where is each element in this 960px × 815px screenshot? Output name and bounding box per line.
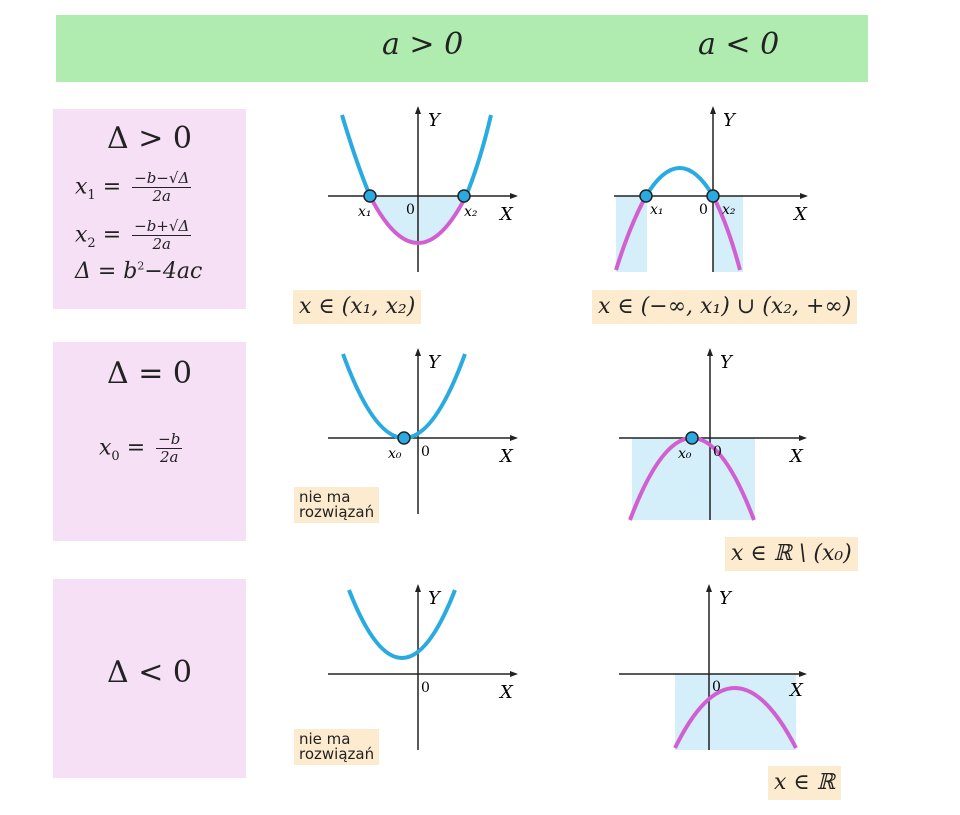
origin-label: 0 (421, 680, 430, 696)
y-axis-label: Y (428, 588, 442, 609)
root-label: x₀ (678, 446, 692, 462)
header-a-positive: a > 0 (382, 27, 464, 62)
x-axis-label: X (792, 204, 808, 225)
origin-label: 0 (712, 679, 721, 695)
root1-label: x₁ (358, 204, 372, 220)
case-title: Δ > 0 (107, 121, 192, 156)
origin-label: 0 (421, 444, 430, 460)
case-delta-negative: Δ < 0 (53, 579, 246, 778)
answer-delta-zero-a-neg: x ∈ ℝ \ (x₀) (725, 537, 858, 571)
answer-delta-zero-a-pos: nie ma rozwiązań (294, 487, 380, 523)
graph-delta-zero-a-neg: Y X 0 x₀ (619, 348, 807, 521)
root1-label: x₁ (650, 202, 664, 218)
graph-delta-pos-a-pos: Y X 0 x₁ x₂ (328, 106, 518, 272)
y-axis-label: Y (428, 352, 442, 373)
y-axis-label: Y (723, 110, 737, 131)
graph-delta-neg-a-neg: Y X 0 (619, 584, 807, 750)
answer-delta-neg-a-neg: x ∈ ℝ (768, 766, 841, 800)
x-axis-label: X (788, 446, 804, 467)
graph-delta-neg-a-pos: Y X 0 (328, 584, 518, 750)
x-axis-label: X (498, 204, 514, 225)
header-a-negative: a < 0 (698, 27, 780, 62)
x-axis-label: X (498, 446, 514, 467)
answer-delta-neg-a-pos: nie ma rozwiązań (294, 729, 380, 765)
graph-delta-zero-a-pos: Y X 0 x₀ (328, 348, 518, 514)
y-axis-label: Y (428, 110, 442, 131)
x-axis-label: X (498, 682, 514, 703)
formula-delta: Δ = b2−4ac (75, 259, 203, 284)
origin-label: 0 (713, 444, 722, 460)
graph-delta-pos-a-neg: Y X 0 x₁ x₂ (614, 106, 808, 272)
root-label: x₀ (388, 446, 402, 462)
answer-delta-pos-a-neg: x ∈ (−∞, x₁) ∪ (x₂, +∞) (592, 290, 858, 324)
y-axis-label: Y (720, 352, 734, 373)
root2-label: x₂ (464, 204, 478, 220)
root2-label: x₂ (722, 202, 736, 218)
origin-label: 0 (406, 202, 415, 218)
origin-label: 0 (699, 202, 708, 218)
y-axis-label: Y (719, 588, 733, 609)
x-axis-label: X (788, 680, 804, 701)
column-header-bar: a > 0 a < 0 (56, 15, 868, 82)
answer-delta-pos-a-pos: x ∈ (x₁, x₂) (293, 290, 422, 324)
case-title: Δ = 0 (107, 356, 192, 391)
case-title: Δ < 0 (107, 655, 192, 690)
